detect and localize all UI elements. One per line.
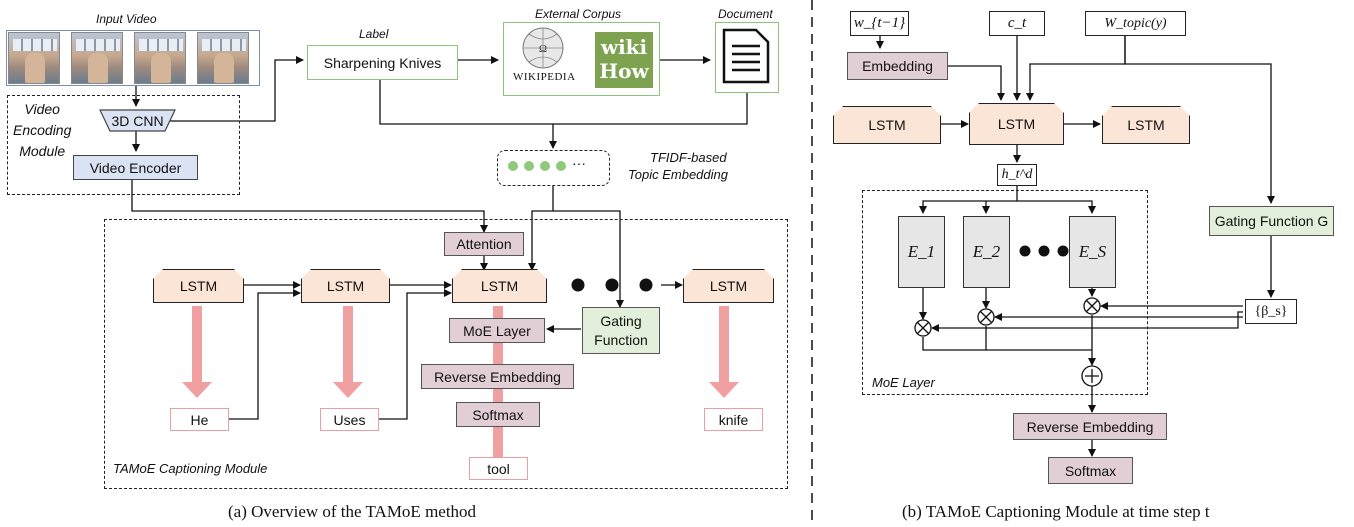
lstm-cell-2: LSTM <box>301 269 390 303</box>
external-corpus-box <box>503 22 660 96</box>
document-title: Document <box>718 7 773 21</box>
topic-dot <box>508 161 518 171</box>
video-encoder-box: Video Encoder <box>73 155 198 180</box>
expert-s-label: E_S <box>1078 242 1107 261</box>
w-topic-label: W_topic(y) <box>1104 15 1167 31</box>
hidden-state-box: h_t^d <box>997 164 1037 186</box>
gating-line-1: Gating <box>600 312 642 329</box>
expert-2: E_2 <box>963 216 1010 288</box>
w-topic-box: W_topic(y) <box>1085 11 1186 36</box>
video-frames <box>6 30 260 86</box>
gating-function-box: Gating Function <box>582 307 660 354</box>
video-encoding-module-box <box>7 95 240 195</box>
caption-a: (a) Overview of the TAMoE method <box>228 502 477 521</box>
word-tool: tool <box>469 457 528 480</box>
reverse-embedding-box: Reverse Embedding <box>421 364 574 389</box>
input-video-label: Input Video <box>96 12 157 26</box>
c-t-label: c_t <box>1007 15 1027 31</box>
lstm-cell-n: LSTM <box>683 269 774 303</box>
wikihow-logo: wiki How <box>595 32 653 88</box>
attention-box: Attention <box>444 232 524 256</box>
document-icon <box>722 28 770 84</box>
caption-b: (b) TAMoE Captioning Module at time step… <box>902 502 1210 521</box>
w-prev-label: w_{t−1} <box>853 15 906 31</box>
wikipedia-globe-icon: Ω <box>522 27 564 69</box>
wikihow-line1: wiki <box>600 35 648 59</box>
word-uses: Uses <box>320 408 379 431</box>
video-frame <box>197 32 249 84</box>
lstm-prev: LSTM <box>833 106 941 144</box>
label-box: Sharpening Knives <box>307 45 458 80</box>
tamoe-captioning-module-box <box>104 219 788 489</box>
beta-box: {β_s} <box>1245 299 1297 324</box>
tamoe-module-label: TAMoE Captioning Module <box>113 461 268 476</box>
tfidf-label-1: TFIDF-based <box>650 150 727 165</box>
right-softmax-box: Softmax <box>1048 457 1133 484</box>
expert-1: E_1 <box>898 216 945 288</box>
word-knife: knife <box>704 408 763 431</box>
lstm-cell-1: LSTM <box>153 269 244 303</box>
video-frame <box>71 32 123 84</box>
svg-text:Ω: Ω <box>539 43 547 55</box>
document-box <box>715 22 779 93</box>
topic-dot <box>540 161 550 171</box>
c-t-box: c_t <box>989 11 1045 36</box>
cnn-label: 3D CNN <box>111 112 164 129</box>
embedding-box: Embedding <box>847 52 948 80</box>
wikihow-line2: How <box>599 59 649 83</box>
moe-layer-region <box>862 190 1148 395</box>
topic-dot <box>524 161 534 171</box>
softmax-box: Softmax <box>456 402 540 427</box>
lstm-next: LSTM <box>1102 106 1190 144</box>
video-frame <box>8 32 60 84</box>
label-title: Label <box>359 27 389 41</box>
lstm-cell-3: LSTM <box>452 269 547 303</box>
right-reverse-embedding-box: Reverse Embedding <box>1013 413 1167 440</box>
w-prev-box: w_{t−1} <box>850 11 909 36</box>
video-frame <box>134 32 186 84</box>
expert-1-label: E_1 <box>907 242 936 261</box>
gating-function-g-box: Gating Function G <box>1209 206 1334 236</box>
moe-layer-region-label: MoE Layer <box>872 375 935 390</box>
expert-s: E_S <box>1069 216 1116 288</box>
external-corpus-label: External Corpus <box>535 7 622 21</box>
word-he: He <box>170 408 229 431</box>
topic-dot <box>556 161 566 171</box>
topic-ellipsis: ··· <box>572 155 586 171</box>
moe-layer-box: MoE Layer <box>449 318 545 343</box>
expert-2-label: E_2 <box>972 242 1001 261</box>
hidden-state-label: h_t^d <box>1001 167 1033 182</box>
video-encoding-module-label: Video Encoding Module <box>13 101 72 159</box>
wikipedia-text: WIKIPEDIA <box>513 71 576 83</box>
topic-embedding-box <box>497 150 610 186</box>
tfidf-label-2: Topic Embedding <box>628 167 728 182</box>
cnn-shape <box>99 109 176 132</box>
lstm-current: LSTM <box>969 103 1064 145</box>
gating-line-2: Function <box>594 331 648 348</box>
